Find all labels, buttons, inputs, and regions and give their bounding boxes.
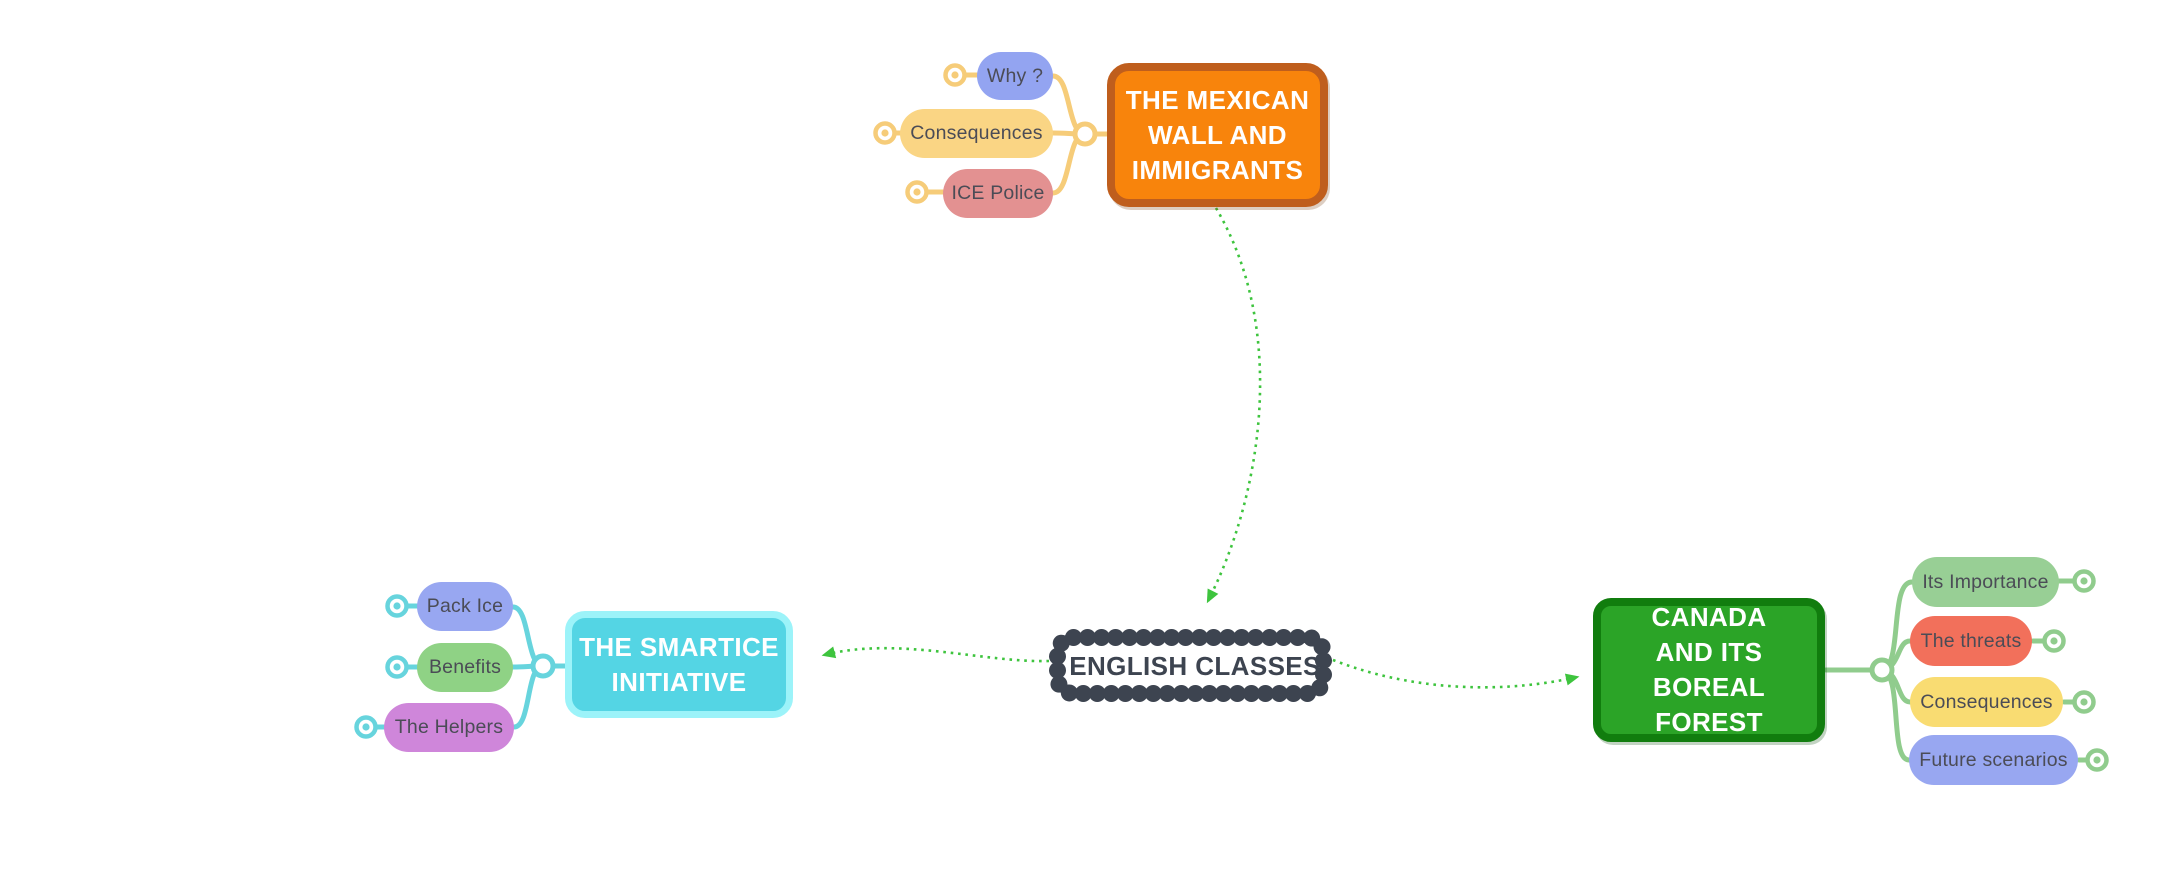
collapse-handle-consequences-icon[interactable] bbox=[873, 121, 897, 145]
topic-node-label: CANADA AND ITS BOREAL FOREST bbox=[1651, 602, 1767, 737]
topic-pill-consequences-right[interactable]: Consequences bbox=[1910, 677, 2063, 727]
root-node-label: ENGLISH CLASSES bbox=[1069, 650, 1321, 681]
collapse-handle-benefits-icon[interactable] bbox=[385, 655, 409, 679]
topic-node-mexican-wall[interactable]: THE MEXICAN WALL AND IMMIGRANTS bbox=[1107, 63, 1328, 207]
root-node[interactable]: ENGLISH CLASSES bbox=[1066, 644, 1324, 688]
topic-pill-label: ICE Police bbox=[951, 182, 1045, 204]
collapse-handle-helpers-icon[interactable] bbox=[354, 715, 378, 739]
branch-canada-connectors bbox=[1823, 578, 2090, 763]
relationship-arrow-mexican-to-root[interactable] bbox=[1206, 207, 1262, 604]
topic-pill-helpers[interactable]: The Helpers bbox=[384, 703, 514, 752]
topic-pill-ice-police[interactable]: ICE Police bbox=[943, 169, 1053, 218]
topic-node-canada[interactable]: CANADA AND ITS BOREAL FOREST bbox=[1593, 598, 1825, 742]
branch-junction-handle-mexican[interactable] bbox=[1072, 121, 1098, 147]
topic-pill-label: Consequences bbox=[910, 122, 1043, 144]
topic-node-label: THE MEXICAN WALL AND IMMIGRANTS bbox=[1125, 84, 1310, 185]
topic-pill-threats[interactable]: The threats bbox=[1910, 616, 2032, 666]
topic-pill-consequences-top[interactable]: Consequences bbox=[900, 109, 1053, 158]
topic-pill-label: Benefits bbox=[428, 656, 502, 678]
branch-junction-handle-smartice[interactable] bbox=[530, 653, 556, 679]
topic-pill-label: Its Importance bbox=[1922, 570, 2049, 593]
collapse-handle-ice-police-icon[interactable] bbox=[905, 180, 929, 204]
topic-pill-label: Consequences bbox=[1920, 690, 2053, 713]
collapse-handle-threats-icon[interactable] bbox=[2042, 629, 2066, 653]
branch-junction-handle-canada[interactable] bbox=[1869, 657, 1895, 683]
topic-pill-benefits[interactable]: Benefits bbox=[417, 643, 513, 692]
collapse-handle-importance-icon[interactable] bbox=[2072, 569, 2096, 593]
collapse-handle-consequences-right-icon[interactable] bbox=[2072, 690, 2096, 714]
collapse-handle-future-icon[interactable] bbox=[2085, 748, 2109, 772]
topic-pill-label: The Helpers bbox=[394, 716, 504, 738]
topic-pill-label: Future scenarios bbox=[1919, 748, 2068, 771]
topic-node-label: THE SMARTICE INITIATIVE bbox=[579, 631, 779, 697]
collapse-handle-why-icon[interactable] bbox=[943, 63, 967, 87]
relationship-arrow-root-to-smartice[interactable] bbox=[821, 646, 1050, 663]
topic-pill-label: Pack Ice bbox=[426, 595, 504, 617]
topic-pill-pack-ice[interactable]: Pack Ice bbox=[417, 582, 513, 631]
root-node-border bbox=[1049, 629, 1332, 702]
topic-pill-why[interactable]: Why ? bbox=[977, 52, 1053, 100]
collapse-handle-pack-ice-icon[interactable] bbox=[385, 594, 409, 618]
topic-pill-importance[interactable]: Its Importance bbox=[1912, 557, 2059, 607]
topic-pill-future-scenarios[interactable]: Future scenarios bbox=[1909, 735, 2078, 785]
topic-pill-label: The threats bbox=[1920, 629, 2022, 652]
relationship-arrow-root-to-canada[interactable] bbox=[1332, 658, 1580, 689]
topic-pill-label: Why ? bbox=[986, 64, 1044, 87]
topic-node-smartice[interactable]: THE SMARTICE INITIATIVE bbox=[565, 611, 793, 718]
